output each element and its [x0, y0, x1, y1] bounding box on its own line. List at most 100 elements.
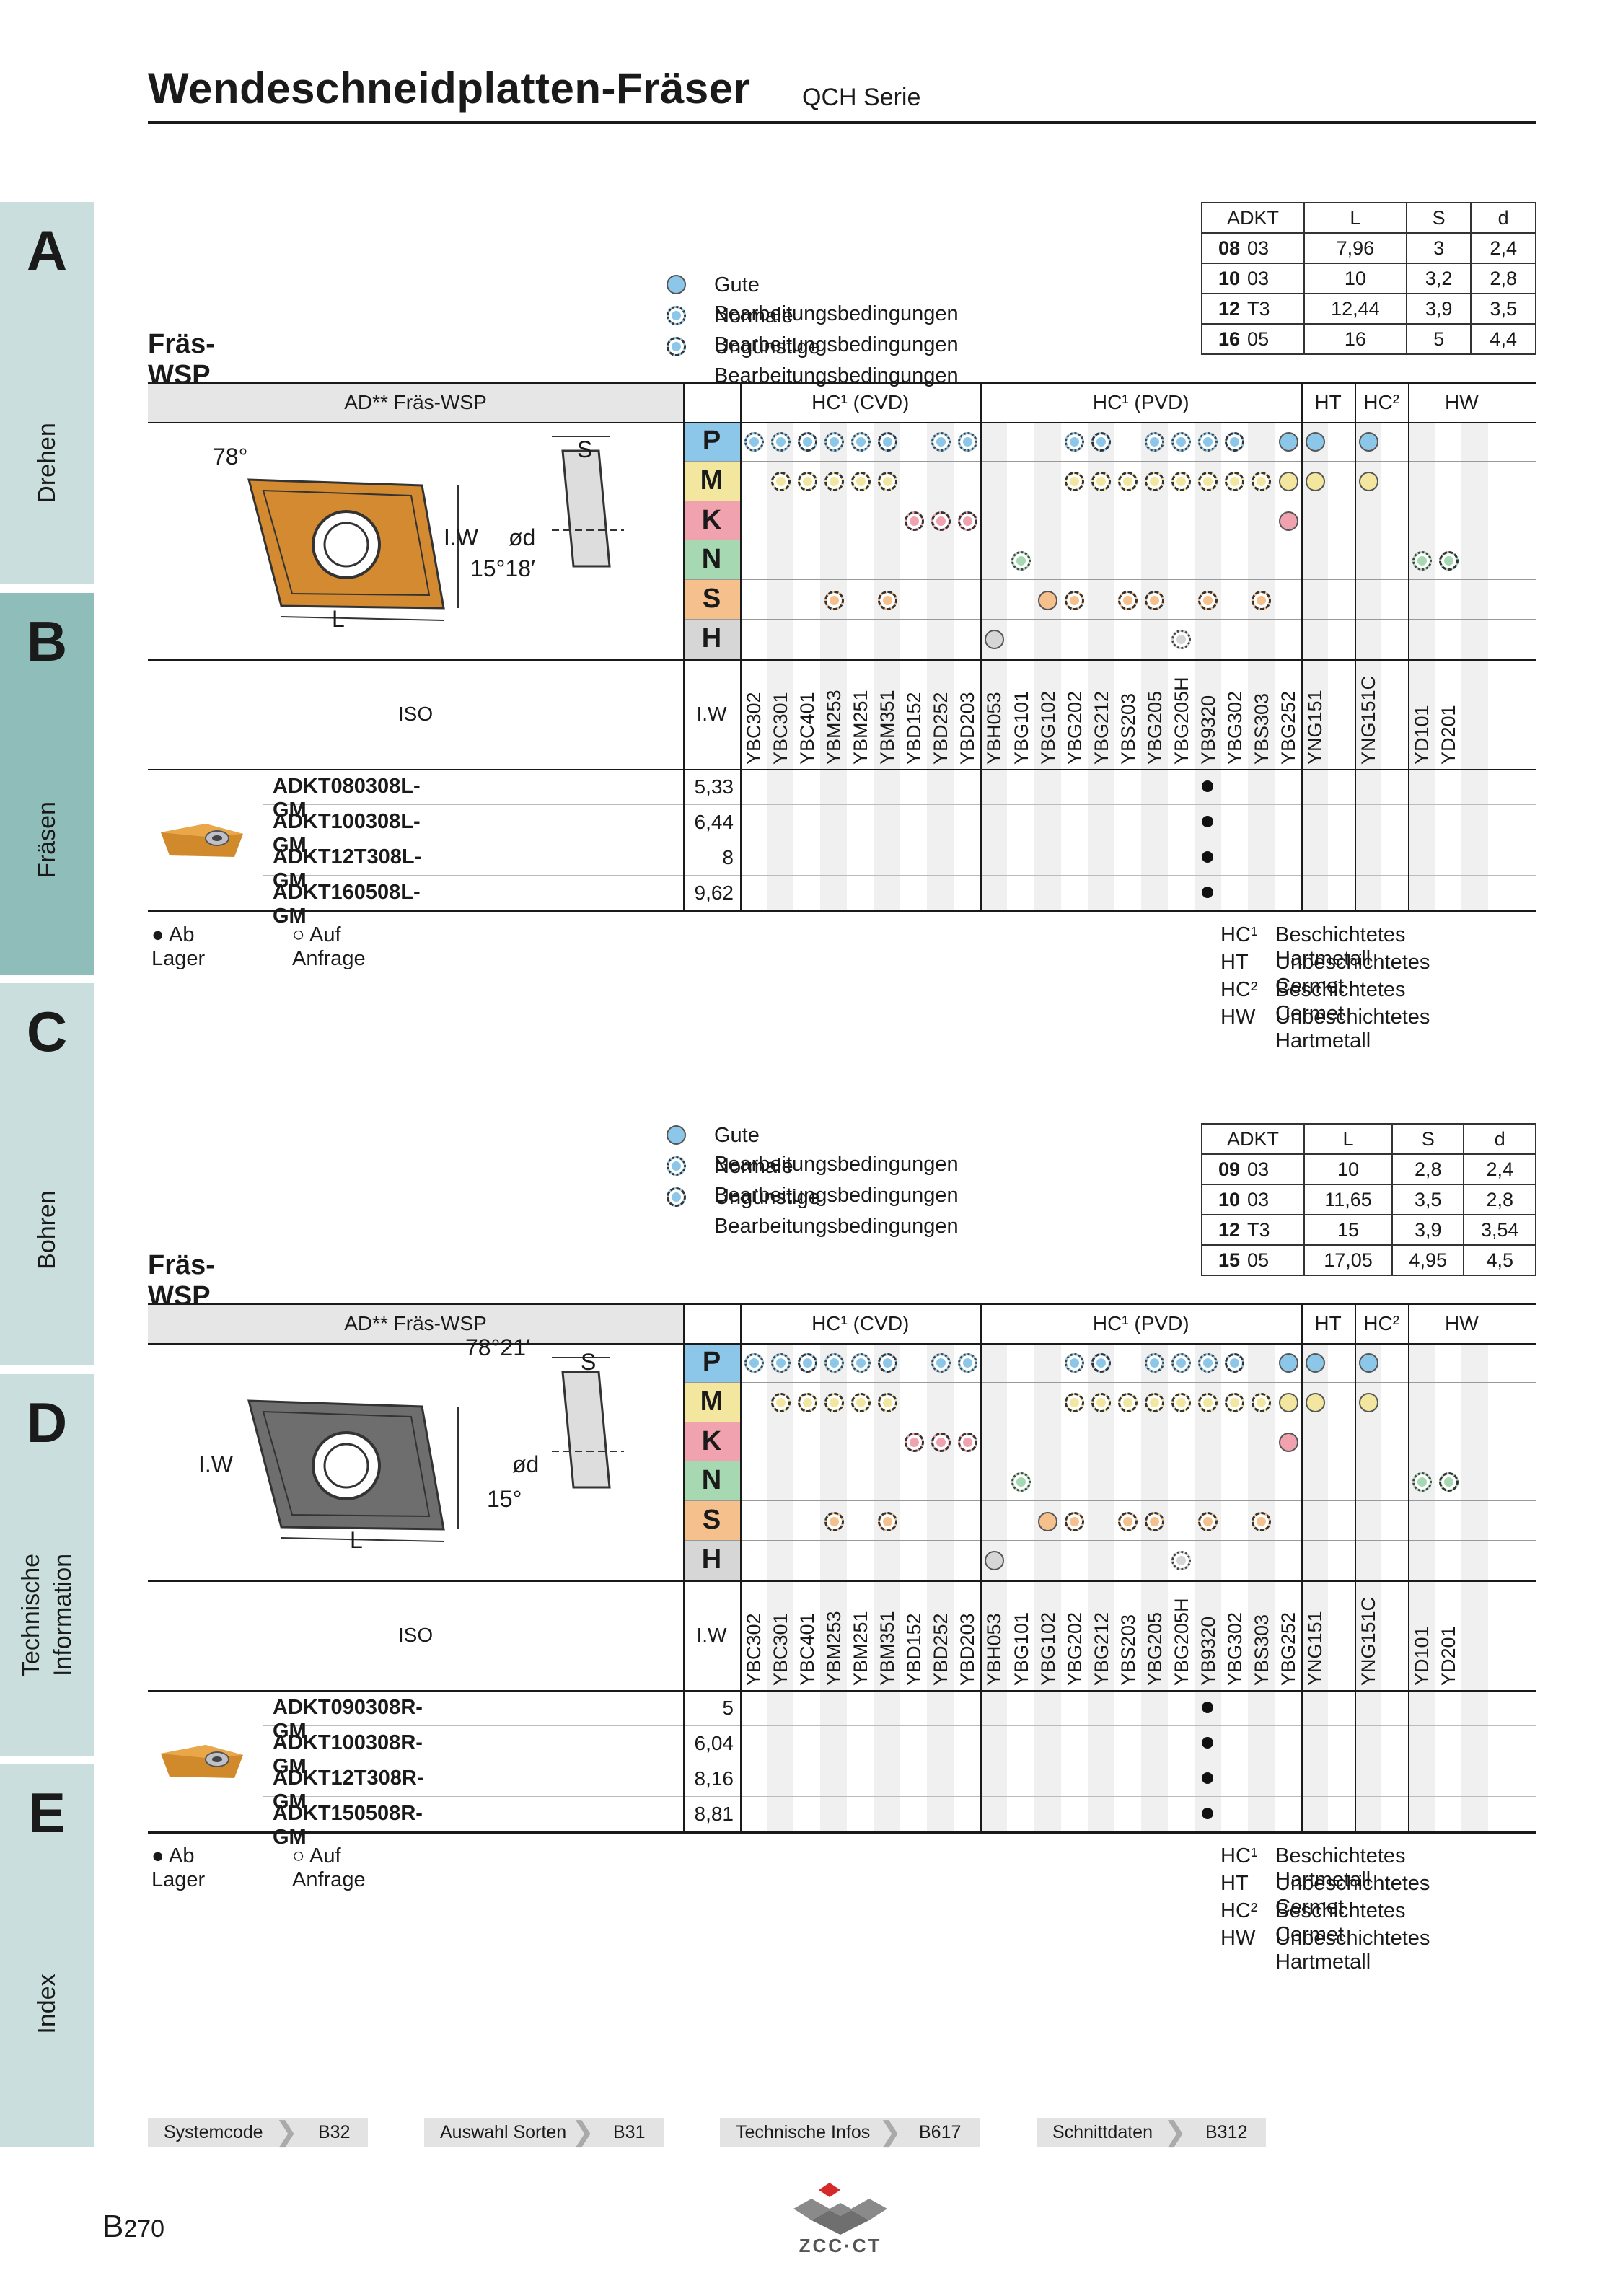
item-iw: 9,62: [694, 881, 734, 904]
rating-P-n-icon: [1145, 432, 1165, 452]
grid-line: [148, 1343, 1536, 1345]
stock-request-note: ○ Auf Anfrage: [292, 1844, 366, 1891]
rating-P-n-icon: [1065, 1353, 1085, 1373]
dimension-value: 3,2: [1405, 263, 1472, 294]
insert-header: AD** Fräs-WSP: [344, 391, 487, 413]
rating-S-p-icon: [1145, 590, 1165, 610]
rating-P-n-icon: [824, 1353, 844, 1373]
dimension-value: 4,4: [1470, 323, 1536, 355]
rating-M-p-icon: [1091, 1393, 1112, 1413]
rating-S-p-icon: [877, 1511, 897, 1531]
d-label: ød: [509, 524, 536, 550]
rating-P-n-icon: [744, 1353, 764, 1373]
item-iw: 8,16: [694, 1767, 734, 1790]
dimension-value: 2,4: [1463, 1153, 1536, 1185]
grid-line: [980, 382, 982, 910]
angle2-label: 15°: [487, 1486, 522, 1512]
rating-P-n-icon: [1145, 1353, 1165, 1373]
grid-line: [148, 768, 1536, 770]
grade-label: YBM253: [823, 1611, 845, 1686]
item-code[interactable]: ADKT100308L-GM: [273, 809, 421, 857]
rating-M-p-icon: [1252, 1393, 1272, 1413]
grid-line: [148, 1580, 1536, 1582]
grade-label: YBM351: [876, 1611, 899, 1686]
rating-S-p-icon: [824, 1511, 844, 1531]
rating-N-n-icon: [1412, 1472, 1432, 1492]
material-M: M: [683, 1382, 740, 1422]
footer-link-systemcode[interactable]: Systemcode ❯ B32: [148, 2118, 368, 2147]
item-iw: 8: [722, 845, 734, 868]
grade-label: YBM251: [850, 690, 872, 765]
legend-good-label: Gute Bearbeitungsbedingungen: [714, 1124, 959, 1176]
grade-label: YNG151C: [1358, 675, 1380, 765]
footer-link-schnittdaten[interactable]: Schnittdaten ❯ B312: [1037, 2118, 1266, 2147]
iso-header: ISO: [397, 702, 434, 725]
grade-column-stripe: [1194, 422, 1221, 910]
grade-label: YBG102: [1037, 690, 1059, 765]
dimension-header: d: [1470, 202, 1536, 234]
tab-technische-information[interactable]: D Technische Information: [0, 1374, 94, 1756]
l-label: L: [350, 1527, 363, 1553]
footer-link-auswahl-sorten[interactable]: Auswahl Sorten ❯ B31: [424, 2118, 664, 2147]
insert-photo: [155, 1741, 249, 1784]
grade-label: YB9320: [1197, 1616, 1219, 1686]
grid-line: [683, 579, 1536, 581]
grade-column-stripe: [980, 422, 1008, 910]
grade-label: YD201: [1438, 705, 1460, 765]
iw-label: I.W: [444, 524, 478, 550]
rating-P-p-icon: [1225, 432, 1245, 452]
grade-label: YNG151: [1304, 690, 1327, 765]
dimension-value: 3,5: [1391, 1184, 1465, 1215]
grade-label: YNG151C: [1358, 1596, 1380, 1686]
grade-label: YBS303: [1250, 692, 1272, 765]
s-label: S: [577, 436, 593, 462]
legend-poor-label: Ungünstige Bearbeitungsbedingungen: [714, 335, 959, 387]
rating-M-p-icon: [877, 472, 897, 492]
tab-bohren[interactable]: C Bohren: [0, 983, 94, 1365]
in-stock-icon: [1202, 815, 1214, 827]
item-code[interactable]: ADKT12T308L-GM: [273, 845, 422, 892]
grade-column-stripe: [1247, 1343, 1275, 1831]
grade-label: YBG205: [1143, 1611, 1166, 1686]
item-iw: 5,33: [694, 775, 734, 798]
footer-link-technische-infos[interactable]: Technische Infos ❯ B617: [720, 2118, 980, 2147]
tab-index[interactable]: E Index: [0, 1764, 94, 2147]
rating-M-p-icon: [1198, 472, 1218, 492]
tab-drehen[interactable]: A Drehen: [0, 202, 94, 584]
grade-label: YBG101: [1010, 1611, 1032, 1686]
grid-line: [263, 804, 1536, 805]
rating-P-g-icon: [1278, 1353, 1298, 1373]
rating-M-p-icon: [1225, 1393, 1245, 1413]
insert-header: AD** Fräs-WSP: [344, 1312, 487, 1334]
rating-N-p-icon: [1438, 550, 1459, 571]
item-code[interactable]: ADKT080308L-GM: [273, 774, 421, 822]
tab-fraesen[interactable]: B Fräsen: [0, 593, 94, 975]
item-code[interactable]: ADKT100308R-GM: [273, 1730, 423, 1778]
grade-label: YD101: [1411, 705, 1433, 765]
item-code[interactable]: ADKT090308R-GM: [273, 1695, 423, 1743]
grid-line: [683, 1540, 1536, 1541]
rating-P-p-icon: [1091, 432, 1112, 452]
item-iw: 8,81: [694, 1802, 734, 1825]
brand-logo: ZCC·CT: [786, 2178, 894, 2258]
code-description: Beschichtetes Cermet: [1275, 1899, 1406, 1946]
grade-column-stripe: [1087, 1343, 1114, 1831]
item-code[interactable]: ADKT160508L-GM: [273, 880, 421, 928]
rating-S-p-icon: [1065, 1511, 1085, 1531]
grade-label: YBG212: [1090, 690, 1112, 765]
grid-line: [683, 1381, 1536, 1383]
dimension-value: 11,65: [1303, 1184, 1393, 1215]
grade-label: YBM253: [823, 690, 845, 765]
in-stock-icon: [1202, 850, 1214, 863]
grade-label: YBG102: [1037, 1611, 1059, 1686]
item-code[interactable]: ADKT12T308R-GM: [273, 1766, 424, 1813]
iw-header: I.W: [696, 1623, 727, 1646]
dimension-header: S: [1391, 1123, 1465, 1155]
dimension-header: L: [1303, 1123, 1393, 1155]
code-description: Unbeschichtetes Cermet: [1275, 950, 1430, 998]
material-S: S: [683, 580, 740, 620]
item-code[interactable]: ADKT150508R-GM: [273, 1801, 423, 1849]
